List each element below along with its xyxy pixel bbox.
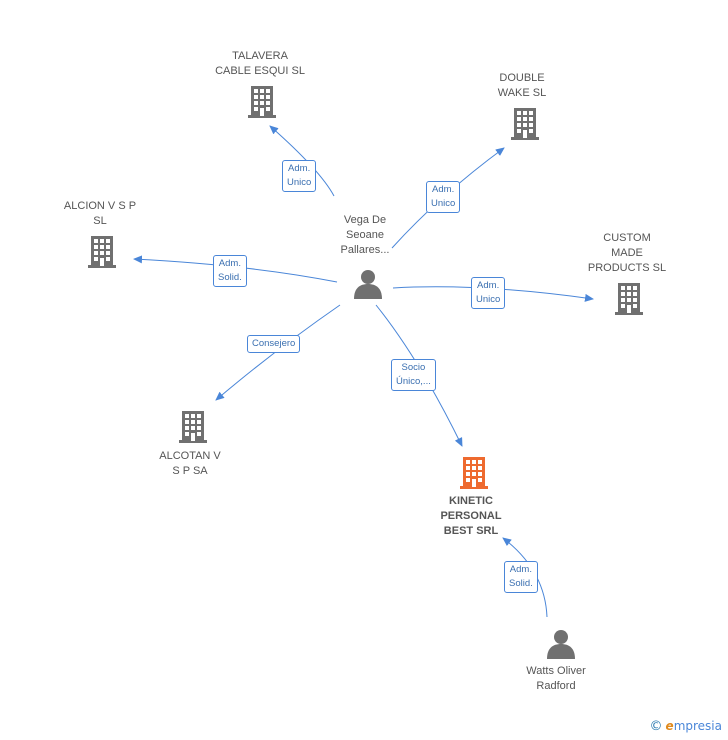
custom-made-building-icon[interactable] <box>615 283 643 315</box>
edge-label-double-wake: Adm. Unico <box>426 181 461 213</box>
edge-label-alcotan: Consejero <box>247 335 301 353</box>
empresia-logo[interactable]: ©empresia <box>650 719 722 734</box>
custom-made-label[interactable]: CUSTOM MADE PRODUCTS SL <box>587 232 667 274</box>
talavera-building-icon[interactable] <box>248 86 276 118</box>
copyright-symbol: © <box>649 719 663 734</box>
kinetic-building-icon[interactable] <box>460 457 488 489</box>
edge-label-kinetic: Socio Único,... <box>391 359 436 391</box>
alcotan-label[interactable]: ALCOTAN V S P SA <box>159 450 221 477</box>
edge-label-watts-kinetic: Adm. Solid. <box>504 561 538 593</box>
talavera-label[interactable]: TALAVERA CABLE ESQUI SL <box>215 50 305 77</box>
alcotan-building-icon[interactable] <box>179 411 207 443</box>
alcion-label[interactable]: ALCION V S P SL <box>63 200 137 227</box>
edge-label-talavera: Adm. Unico <box>282 160 317 192</box>
watts-person-icon[interactable] <box>547 630 575 659</box>
vega-person-icon[interactable] <box>354 270 382 299</box>
watts-label[interactable]: Watts Oliver Radford <box>526 665 586 692</box>
brand-name: mpresia <box>673 719 722 733</box>
kinetic-label[interactable]: KINETIC PERSONAL BEST SRL <box>440 495 502 537</box>
edge-label-custom-made: Adm. Unico <box>471 277 506 309</box>
brand-initial: e <box>665 719 674 733</box>
alcion-building-icon[interactable] <box>88 236 116 268</box>
edge-label-alcion: Adm. Solid. <box>213 255 247 287</box>
vega-label[interactable]: Vega De Seoane Pallares... <box>340 214 390 256</box>
double-wake-building-icon[interactable] <box>511 108 539 140</box>
double-wake-label[interactable]: DOUBLE WAKE SL <box>497 72 547 99</box>
